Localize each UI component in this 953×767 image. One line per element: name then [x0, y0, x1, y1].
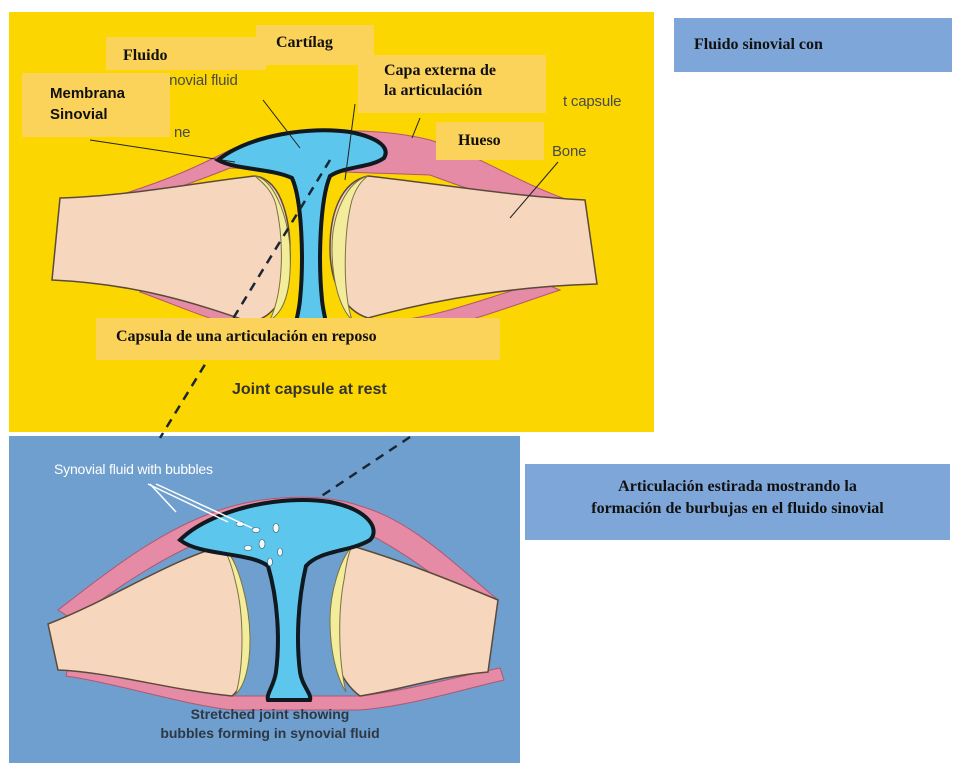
callout-capa-externa: Capa externa de la articulación [358, 55, 546, 113]
pointer-line-membrane [90, 140, 235, 162]
bubble [273, 524, 279, 533]
bubbles-pointer-down [150, 484, 176, 512]
top-right-bone [330, 176, 597, 318]
bubbles-label: Synovial fluid with bubbles [54, 461, 213, 477]
callout-capsula-text: Capsula de una articulación en reposo [116, 328, 377, 345]
side-box-articulacion-line1: Articulación estirada mostrando la [525, 476, 950, 498]
bottom-caption-line2: bubbles forming in synovial fluid [120, 724, 420, 743]
orig-label-bone: Bone [552, 143, 586, 160]
bubbles-pointer-left [148, 484, 228, 522]
callout-cartilag-text: Cartílag [276, 34, 333, 51]
callout-hueso-text: Hueso [458, 132, 501, 149]
side-box-fluido-text: Fluido sinovial con [694, 36, 823, 53]
bottom-caption: Stretched joint showing bubbles forming … [120, 705, 420, 743]
side-box-fluido-sinovial: Fluido sinovial con [674, 18, 952, 72]
callout-membrana-sinovial: Membrana Sinovial [22, 73, 170, 137]
top-diagram-caption: Joint capsule at rest [232, 381, 387, 399]
callout-fluido: Fluido [106, 37, 266, 70]
callout-capa-line2: la articulación [384, 81, 546, 101]
bubble [244, 546, 252, 551]
callout-membrana-line1: Membrana [50, 83, 170, 104]
bubble [278, 548, 283, 556]
bubble [252, 528, 260, 533]
bottom-right-bone [332, 546, 498, 696]
callout-membrana-line2: Sinovial [50, 104, 170, 125]
pointer-line-capsule [412, 118, 420, 138]
bubble [259, 540, 265, 549]
callout-capa-line1: Capa externa de [384, 61, 546, 81]
orig-label-joint-capsule: t capsule [563, 93, 621, 110]
bottom-caption-line1: Stretched joint showing [120, 705, 420, 724]
bubble [268, 558, 273, 566]
callout-capsula-reposo: Capsula de una articulación en reposo [96, 318, 500, 360]
callout-hueso: Hueso [436, 122, 544, 160]
side-box-articulacion-line2: formación de burbujas en el fluido sinov… [525, 498, 950, 520]
bottom-joint [48, 484, 504, 710]
callout-fluido-text: Fluido [123, 47, 167, 64]
callout-cartilag: Cartílag [256, 25, 374, 65]
side-box-articulacion: Articulación estirada mostrando la forma… [525, 464, 950, 540]
orig-label-membrane: ne [174, 124, 190, 141]
